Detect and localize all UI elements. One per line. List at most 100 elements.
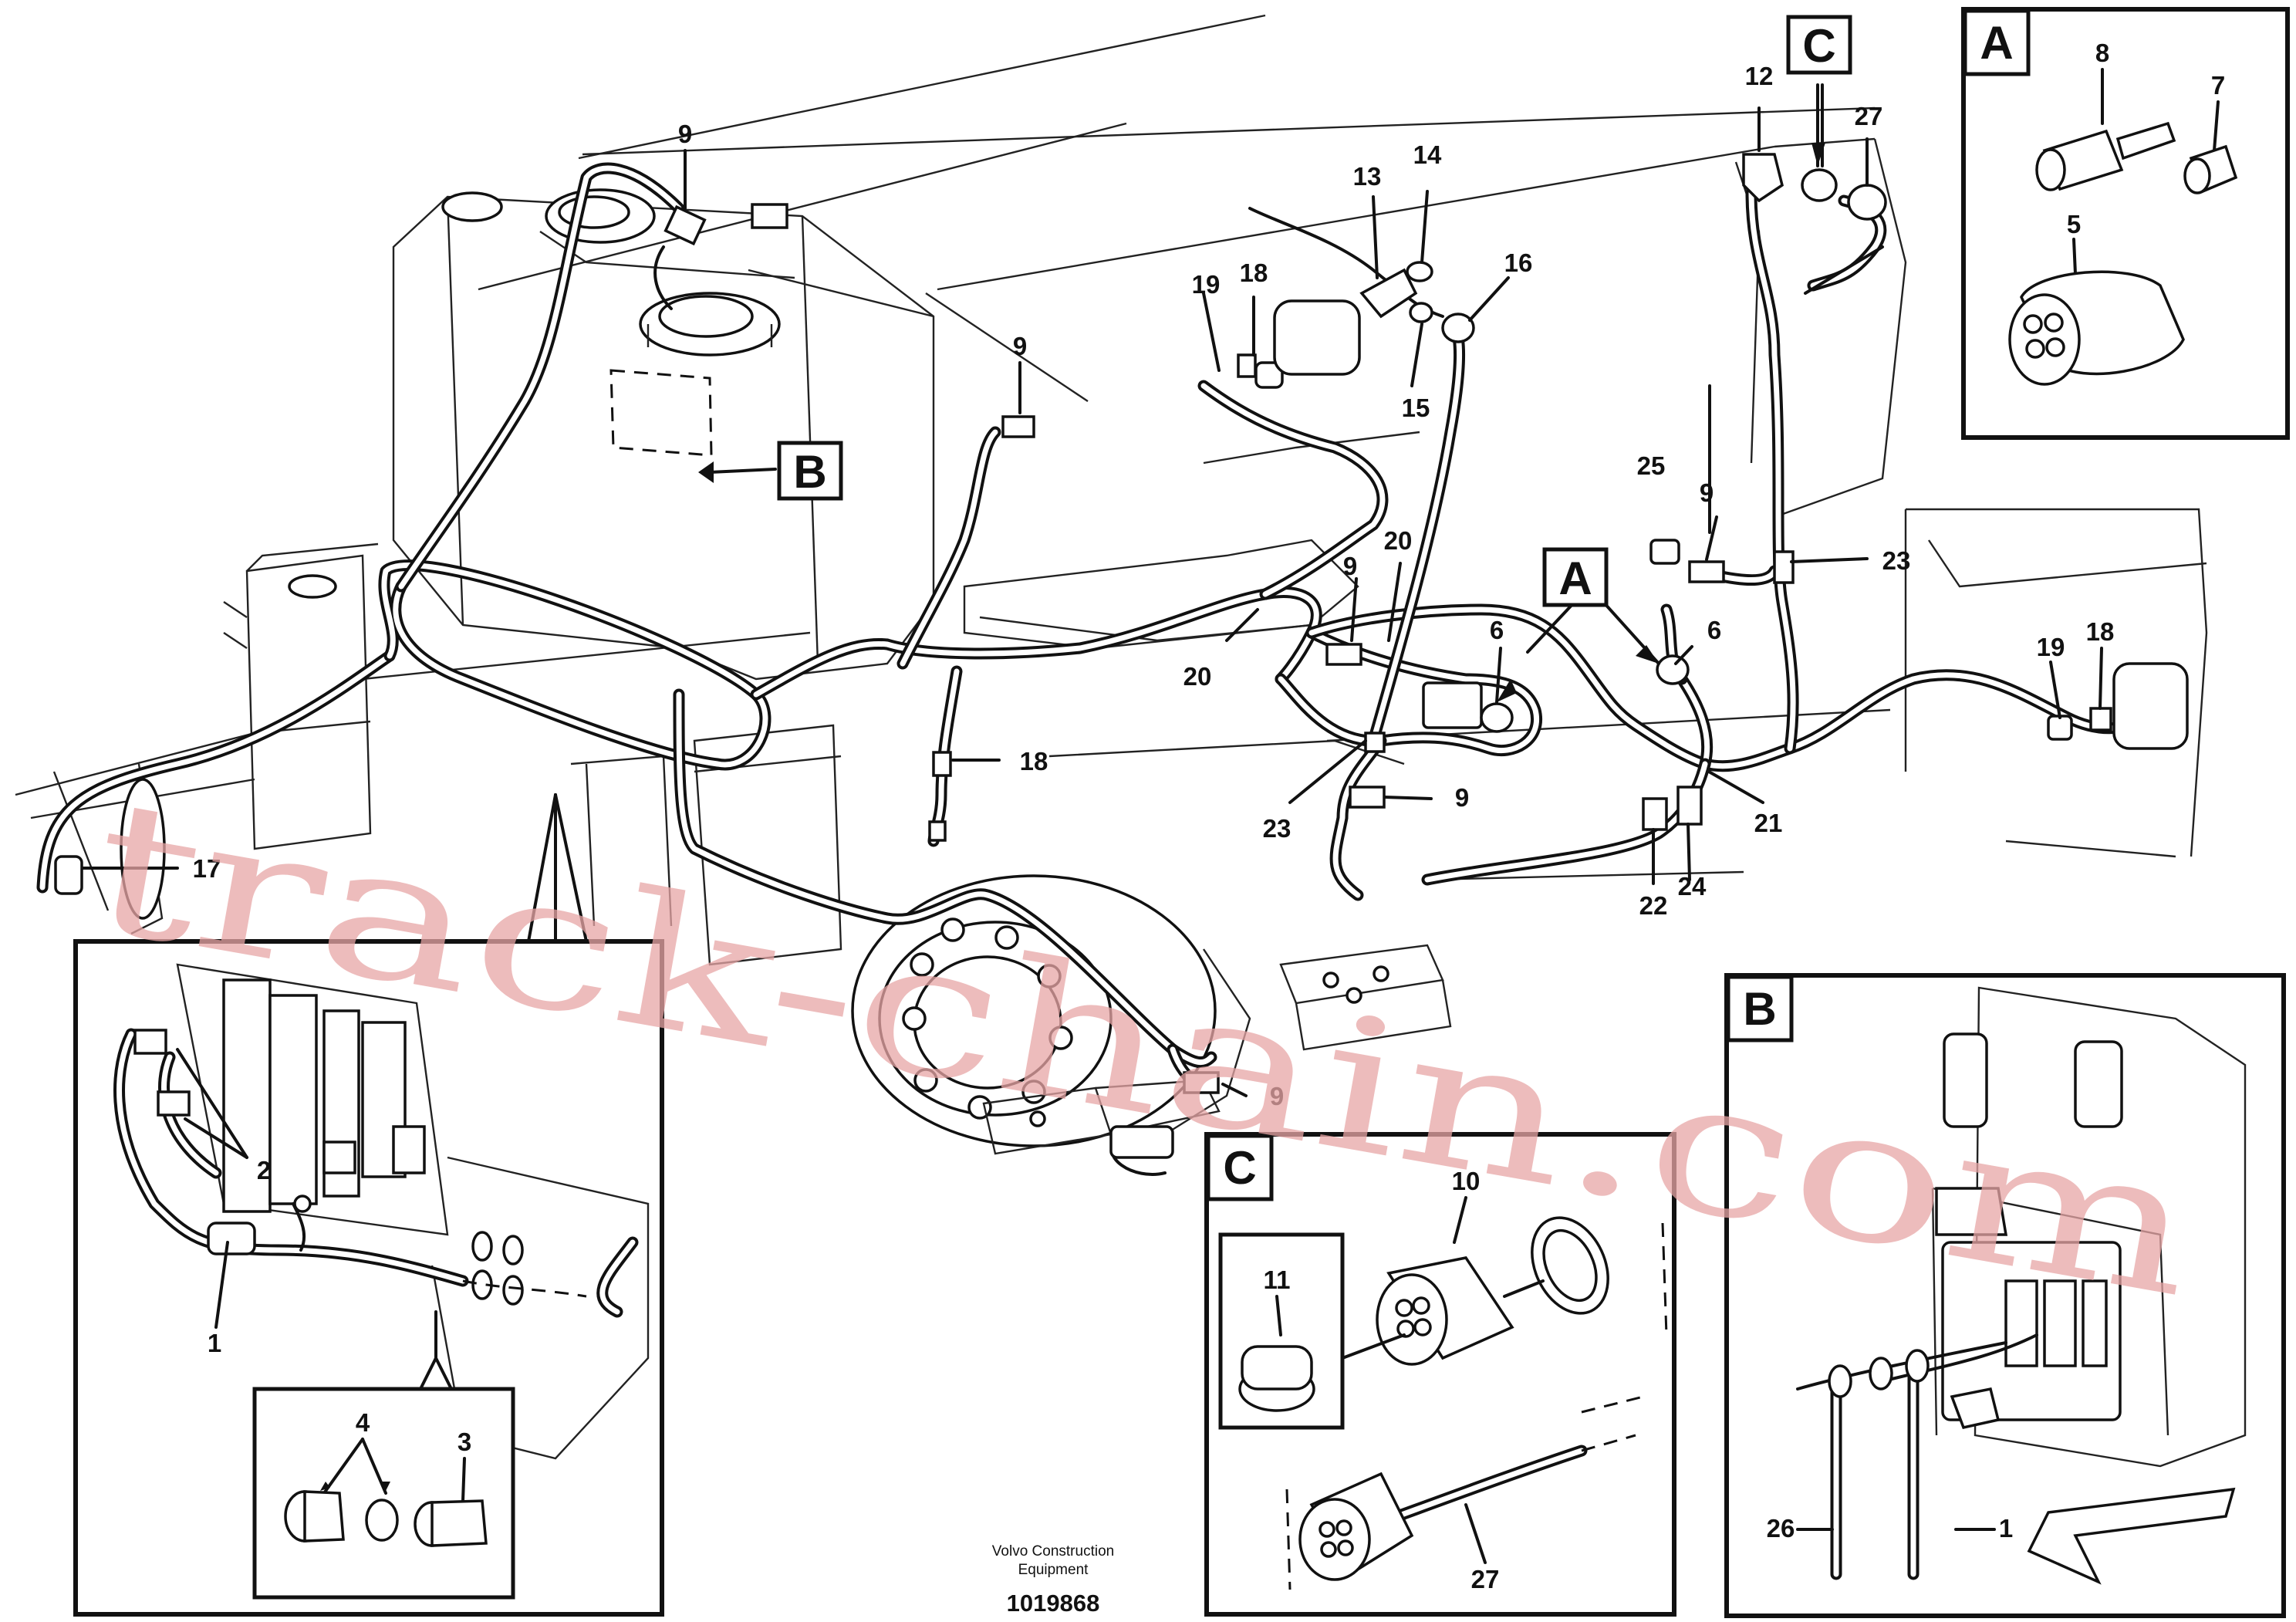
lamp-top bbox=[1273, 299, 1361, 376]
part-13 bbox=[1359, 268, 1418, 319]
leader-lines bbox=[82, 83, 2103, 1097]
terminal-18 bbox=[928, 820, 947, 842]
clip-23b bbox=[1364, 732, 1386, 753]
connector-18 bbox=[932, 751, 952, 777]
callout-7: 7 bbox=[2211, 71, 2225, 100]
plug-lower bbox=[1109, 1125, 1174, 1159]
company-line-2: Equipment bbox=[1018, 1562, 1089, 1578]
callout-1: 1 bbox=[1999, 1514, 2013, 1543]
callout-21: 21 bbox=[1754, 809, 1783, 837]
lamp-right bbox=[2112, 662, 2189, 750]
ref-box-a bbox=[1542, 547, 1609, 607]
part-22 bbox=[1642, 797, 1668, 831]
ref-label-a: A bbox=[1558, 552, 1592, 604]
callout-18: 18 bbox=[2086, 617, 2115, 646]
part-16 bbox=[1441, 313, 1475, 343]
callout-18: 18 bbox=[1240, 259, 1268, 287]
callout-20: 20 bbox=[1183, 662, 1212, 691]
callout-26: 26 bbox=[1767, 1514, 1795, 1543]
callout-9: 9 bbox=[1455, 783, 1469, 812]
callout-23: 23 bbox=[1263, 814, 1292, 843]
detail-b-panel: B 26 1 bbox=[1724, 973, 2286, 1618]
machine-outline bbox=[15, 14, 2208, 1155]
arrow-heads bbox=[698, 143, 1825, 702]
part-25 bbox=[1649, 539, 1680, 565]
part-c bbox=[1801, 168, 1838, 202]
part-24 bbox=[1676, 786, 1703, 826]
part-12 bbox=[1742, 153, 1784, 203]
callout-25: 25 bbox=[1637, 451, 1666, 480]
connector-9d bbox=[1349, 786, 1386, 809]
company-line-1: Volvo Construction bbox=[992, 1543, 1114, 1559]
detail-a-panel: A 8 7 5 bbox=[1961, 7, 2290, 440]
callout-9: 9 bbox=[1270, 1082, 1284, 1110]
callout-19: 19 bbox=[2037, 633, 2065, 661]
ref-box-b bbox=[777, 441, 843, 501]
document-number: 1019868 bbox=[1007, 1590, 1100, 1617]
view-arrow-icon bbox=[2027, 1487, 2236, 1585]
plug-6a bbox=[1480, 702, 1514, 733]
callout-18: 18 bbox=[1020, 747, 1048, 776]
callout-16: 16 bbox=[1504, 248, 1533, 277]
callout-23: 23 bbox=[1882, 546, 1911, 575]
part-19b bbox=[2047, 715, 2073, 741]
callout-14: 14 bbox=[1413, 140, 1442, 169]
arrow-a1-icon bbox=[1497, 679, 1517, 702]
detail-b-label: B bbox=[1743, 983, 1776, 1035]
arrow-c-icon bbox=[1811, 143, 1825, 166]
arrow-a2-icon bbox=[1636, 645, 1659, 664]
ref-label-c: C bbox=[1802, 20, 1835, 72]
reference-labels: A B C bbox=[777, 15, 1852, 607]
connector-9e bbox=[1688, 560, 1725, 583]
harness-connectors bbox=[54, 153, 2189, 1159]
connector-9a bbox=[663, 204, 707, 246]
callout-4: 4 bbox=[356, 1408, 370, 1437]
detail-a-label: A bbox=[1980, 17, 2013, 69]
callout-9: 9 bbox=[1343, 552, 1357, 580]
arrow-b-icon bbox=[698, 461, 714, 483]
callout-numbers: 9 9 9 9 9 9 12 27 13 14 15 16 19 18 18 2… bbox=[193, 62, 2115, 1110]
callout-9: 9 bbox=[1700, 478, 1714, 507]
clip-23a bbox=[1773, 550, 1795, 584]
callout-24: 24 bbox=[1678, 872, 1707, 901]
callout-19: 19 bbox=[1192, 270, 1221, 299]
part-18a bbox=[1237, 353, 1257, 378]
part-15 bbox=[1409, 302, 1433, 323]
detail-electrical-panel: 2 1 4 3 bbox=[73, 793, 664, 1617]
callout-10: 10 bbox=[1452, 1167, 1481, 1195]
callout-1: 1 bbox=[208, 1329, 221, 1357]
connector-9c bbox=[1325, 643, 1362, 666]
detail-c-label: C bbox=[1223, 1142, 1256, 1194]
callout-6: 6 bbox=[1707, 616, 1721, 644]
plug-6b bbox=[1656, 654, 1690, 685]
callout-12: 12 bbox=[1745, 62, 1774, 90]
part-14 bbox=[1406, 261, 1433, 282]
connector-9b bbox=[1001, 415, 1035, 438]
ref-box-c bbox=[1786, 15, 1852, 75]
part-17 bbox=[54, 855, 83, 895]
callout-8: 8 bbox=[2095, 39, 2109, 67]
callout-2: 2 bbox=[257, 1156, 271, 1184]
callout-6: 6 bbox=[1490, 616, 1504, 644]
part-4b bbox=[365, 1499, 399, 1542]
callout-13: 13 bbox=[1353, 162, 1382, 191]
junction-block bbox=[1422, 681, 1483, 729]
callout-22: 22 bbox=[1639, 891, 1668, 920]
ref-label-b: B bbox=[793, 446, 826, 498]
part-18c bbox=[2089, 707, 2112, 732]
callout-5: 5 bbox=[2067, 210, 2081, 238]
callout-27: 27 bbox=[1855, 102, 1883, 130]
part-27 bbox=[1847, 184, 1887, 221]
detail-c-panel: C 11 10 27 bbox=[1204, 1132, 1676, 1617]
callout-9: 9 bbox=[678, 120, 692, 148]
callout-3: 3 bbox=[458, 1428, 471, 1456]
callout-17: 17 bbox=[193, 854, 221, 883]
callout-11: 11 bbox=[1264, 1265, 1291, 1294]
connector-9f bbox=[1183, 1071, 1220, 1094]
footer: Volvo Construction Equipment 1019868 bbox=[992, 1543, 1114, 1617]
callout-27: 27 bbox=[1471, 1565, 1500, 1593]
wiring-harness bbox=[36, 162, 2151, 1176]
callout-15: 15 bbox=[1402, 394, 1430, 422]
callout-9: 9 bbox=[1013, 332, 1027, 360]
